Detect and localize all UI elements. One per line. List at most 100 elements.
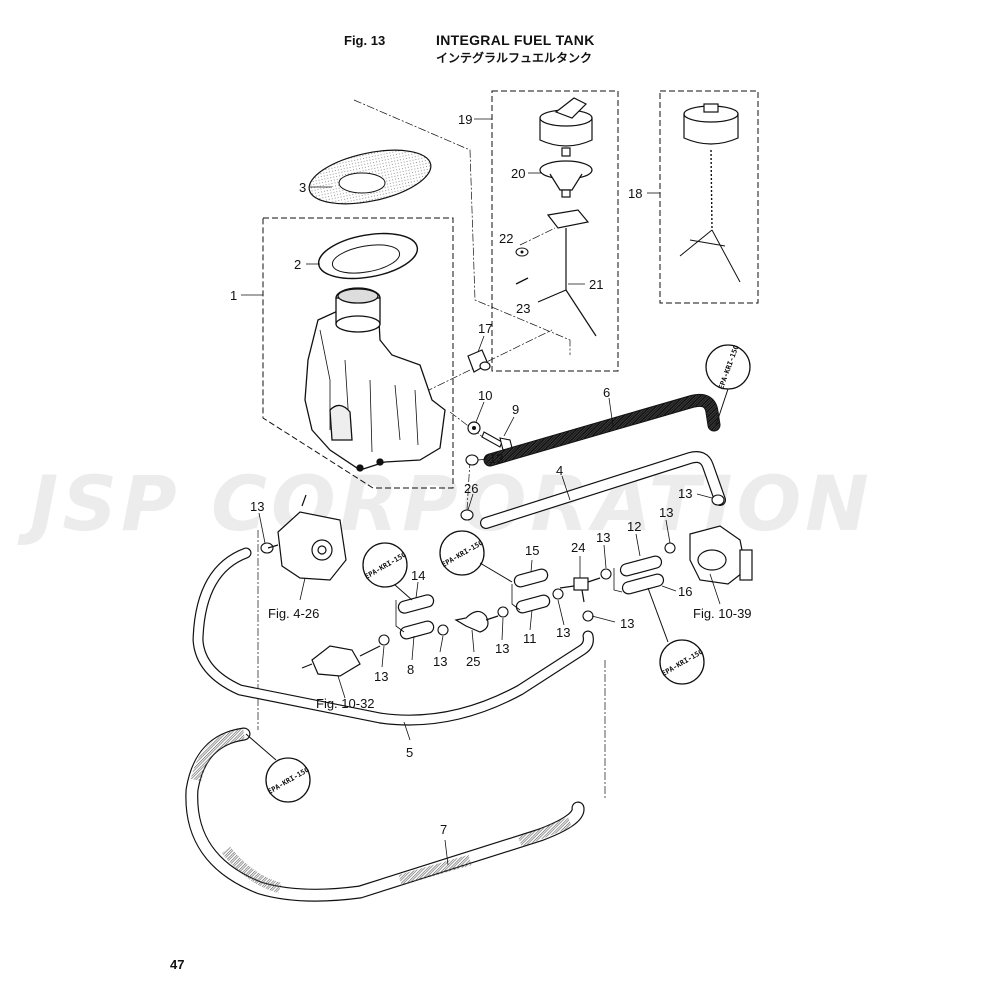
vent-hose	[483, 393, 721, 467]
leader-13e	[603, 544, 607, 569]
assembly-line-bolt	[449, 411, 485, 439]
bracket-12-16	[613, 568, 623, 593]
callout-7: 7	[440, 822, 447, 837]
callout-20: 20	[511, 166, 525, 181]
callout-12: 12	[627, 519, 641, 534]
page-number: 47	[170, 957, 185, 972]
arrow-stamp-2	[394, 584, 413, 601]
figure-number: Fig. 13	[344, 33, 386, 48]
callout-16: 16	[678, 584, 692, 599]
leader-13b	[258, 512, 266, 544]
callout-10: 10	[478, 388, 492, 403]
callout-13-hose8: 13	[433, 654, 447, 669]
leader-13d	[665, 519, 671, 544]
callout-13-filter: 13	[659, 505, 673, 520]
arrow-stamp-3	[479, 562, 513, 583]
callout-21: 21	[589, 277, 603, 292]
clamp-filter-unit	[664, 542, 676, 554]
callout-24: 24	[571, 540, 585, 555]
callout-17: 17	[478, 321, 492, 336]
callout-9: 9	[512, 402, 519, 417]
arrow-stamp-1	[715, 388, 729, 426]
leader-17	[477, 335, 485, 353]
hose-16	[621, 573, 665, 595]
gasket-ring	[317, 232, 419, 280]
arrow-stamp-5	[245, 733, 277, 761]
fuel-hose-7	[185, 727, 585, 902]
callout-13-pump: 13	[250, 499, 264, 514]
fuel-pump	[267, 494, 347, 581]
callout-25: 25	[466, 654, 480, 669]
leader-13g	[557, 599, 565, 626]
leader-13f	[591, 615, 616, 623]
callout-23: 23	[516, 301, 530, 316]
bolt	[481, 431, 513, 451]
arrow-stamp-4	[647, 587, 669, 643]
gauge-pin	[515, 277, 529, 285]
leader-16	[661, 585, 677, 592]
leader-11	[529, 609, 533, 631]
tee-fitting	[559, 577, 601, 603]
clamp-tee-down	[582, 610, 594, 622]
figure-title-japanese: インテグラルフュエルタンク	[436, 51, 593, 65]
leader-9	[503, 416, 515, 437]
clamp-filter	[497, 606, 509, 618]
leader-25	[471, 629, 475, 653]
inline-filter	[454, 610, 499, 633]
hose-11	[515, 594, 551, 614]
hose-8	[399, 620, 435, 640]
clamp-tee-left	[552, 588, 564, 600]
callout-2: 2	[294, 257, 301, 272]
leader-8	[411, 635, 415, 661]
callout-26: 26	[464, 481, 478, 496]
filler-cap	[679, 103, 741, 283]
gauge-float-holder	[539, 160, 593, 198]
bracket-14-8	[395, 600, 405, 633]
emission-stamp-2: EPA-KRI-15G	[362, 542, 408, 588]
leader-15	[530, 559, 533, 573]
callout-13-tee-left: 13	[556, 625, 570, 640]
ref-filter: Fig. 10-39	[693, 606, 752, 621]
hose-12	[619, 555, 663, 577]
leader-ref-primer	[337, 675, 346, 699]
assembly-line-gauge	[424, 329, 553, 393]
emission-stamp-5: EPA-KRI-15G	[265, 757, 311, 803]
tank-group-box	[262, 217, 454, 489]
callout-6: 6	[603, 385, 610, 400]
callout-13-return: 13	[678, 486, 692, 501]
filler-cap-group-box	[659, 90, 759, 304]
callout-22: 22	[499, 231, 513, 246]
leader-13j	[381, 645, 385, 668]
emission-stamp-4: EPA-KRI-15G	[659, 639, 705, 685]
fuel-hose-5	[192, 547, 594, 726]
ref-primer: Fig. 10-32	[316, 696, 375, 711]
fuel-gauge-group-box	[491, 90, 619, 372]
leader-13h	[501, 617, 504, 641]
assembly-line-top	[353, 99, 571, 355]
clamp-tank-upper	[465, 454, 479, 466]
filter-unit	[689, 525, 753, 585]
clamp-primer	[378, 634, 390, 646]
figure-title: INTEGRAL FUEL TANK	[436, 32, 595, 48]
leader-10	[475, 401, 485, 423]
leader-4	[561, 475, 571, 501]
leader-ref-pump	[299, 577, 306, 601]
hose-14	[397, 594, 435, 614]
leader-12	[635, 533, 641, 557]
leader-6	[608, 397, 614, 427]
callout-13-tee-right: 13	[596, 530, 610, 545]
clamp-return	[711, 494, 725, 506]
bracket-15-11	[511, 584, 521, 611]
callout-13-filter-inline: 13	[495, 641, 509, 656]
callout-5: 5	[406, 745, 413, 760]
hose-clamps	[260, 454, 725, 646]
clamp-26	[460, 509, 474, 521]
gauge-rod	[537, 209, 597, 337]
clamp-tee-right	[600, 568, 612, 580]
leader-14	[415, 581, 419, 599]
leader-5	[403, 721, 411, 741]
assembly-line-clamp	[466, 459, 471, 511]
primer-bulb	[301, 645, 381, 677]
gasket-foam	[308, 149, 432, 205]
callout-14: 14	[411, 568, 425, 583]
